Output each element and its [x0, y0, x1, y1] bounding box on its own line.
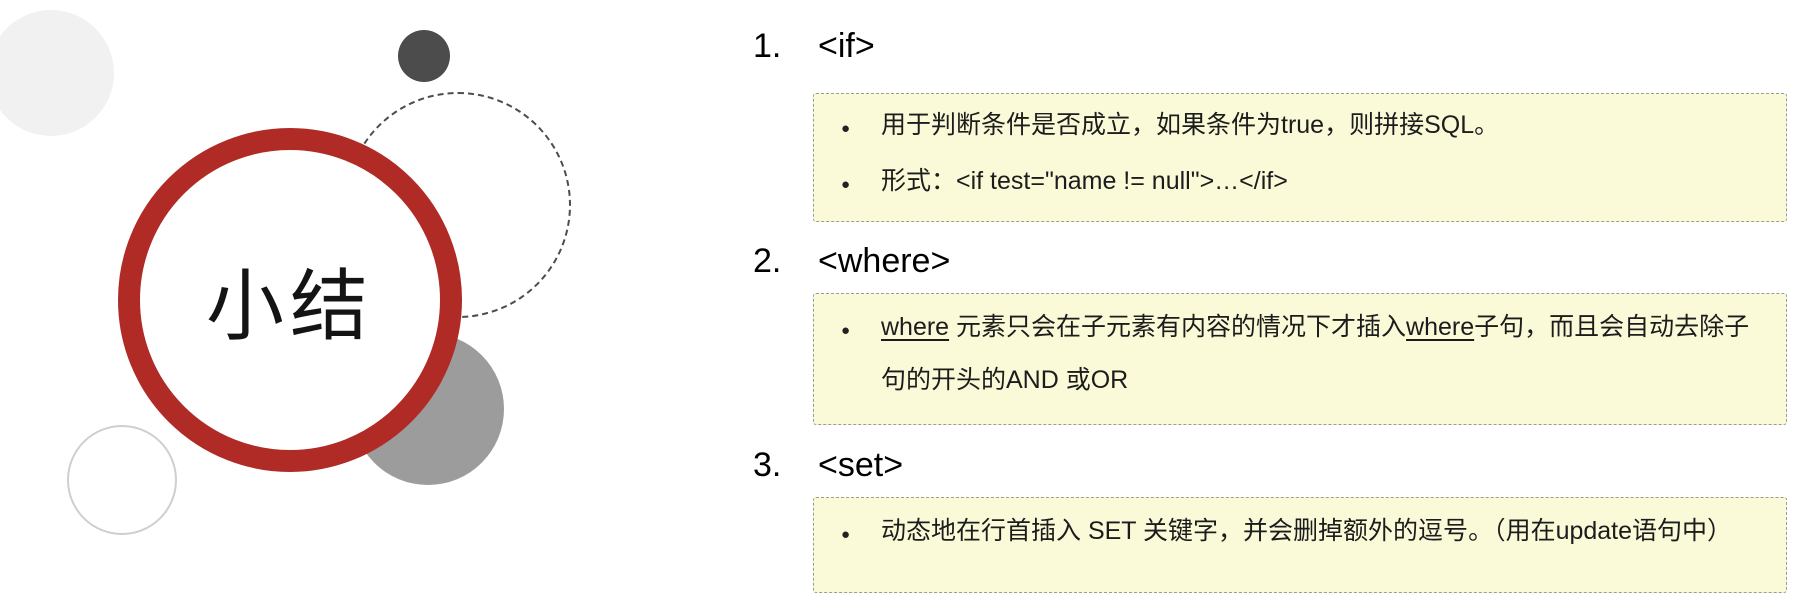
- outline-circle: [67, 425, 177, 535]
- list-title-if: <if>: [818, 27, 875, 65]
- set-note-box: ● 动态地在行首插入 SET 关键字，并会删掉额外的逗号。（用在update语句…: [813, 497, 1787, 593]
- bullet-text: 动态地在行首插入 SET 关键字，并会删掉额外的逗号。（用在update语句中）: [881, 517, 1733, 545]
- list-number: 1.: [753, 27, 782, 65]
- bullet-text: 用于判断条件是否成立，如果条件为true，则拼接SQL。: [881, 111, 1500, 139]
- dark-gray-circle: [398, 30, 450, 82]
- bullet-icon: ●: [841, 176, 851, 193]
- bullet-item: ● where 元素只会在子元素有内容的情况下才插入where子句，而且会自动去…: [841, 301, 1766, 407]
- bullet-text: 形式：<if test="name != null">…</if>: [881, 167, 1288, 195]
- bullet-icon: ●: [841, 526, 851, 543]
- underlined-term: where: [881, 313, 950, 341]
- bullet-icon: ●: [841, 322, 851, 339]
- bullet-item: ● 动态地在行首插入 SET 关键字，并会删掉额外的逗号。（用在update语句…: [841, 505, 1766, 561]
- bullet-text-segment: 元素只会在子元素有内容的情况下才插入: [949, 313, 1407, 341]
- list-item-if-heading: 1. <if>: [753, 26, 875, 66]
- list-title-where: <where>: [818, 242, 951, 280]
- where-note-box: ● where 元素只会在子元素有内容的情况下才插入where子句，而且会自动去…: [813, 293, 1787, 425]
- underlined-term: where: [1406, 313, 1475, 341]
- bullet-icon: ●: [841, 120, 851, 137]
- list-title-set: <set>: [818, 446, 904, 484]
- list-number: 3.: [753, 446, 782, 484]
- if-note-box: ● 用于判断条件是否成立，如果条件为true，则拼接SQL。 ● 形式：<if …: [813, 93, 1787, 222]
- list-number: 2.: [753, 242, 782, 280]
- summary-ring: 小结: [118, 128, 462, 472]
- list-item-set-heading: 3. <set>: [753, 445, 903, 485]
- summary-title: 小结: [205, 262, 374, 350]
- list-item-where-heading: 2. <where>: [753, 241, 950, 281]
- bullet-text: where 元素只会在子元素有内容的情况下才插入where子句，而且会自动去除子…: [881, 301, 1766, 407]
- bullet-text-segment: 子句，而且会自动去除子句的开头的AND 或OR: [881, 313, 1750, 394]
- bullet-item: ● 形式：<if test="name != null">…</if>: [841, 155, 1766, 211]
- bullet-item: ● 用于判断条件是否成立，如果条件为true，则拼接SQL。: [841, 99, 1766, 155]
- light-gray-circle: [0, 10, 114, 136]
